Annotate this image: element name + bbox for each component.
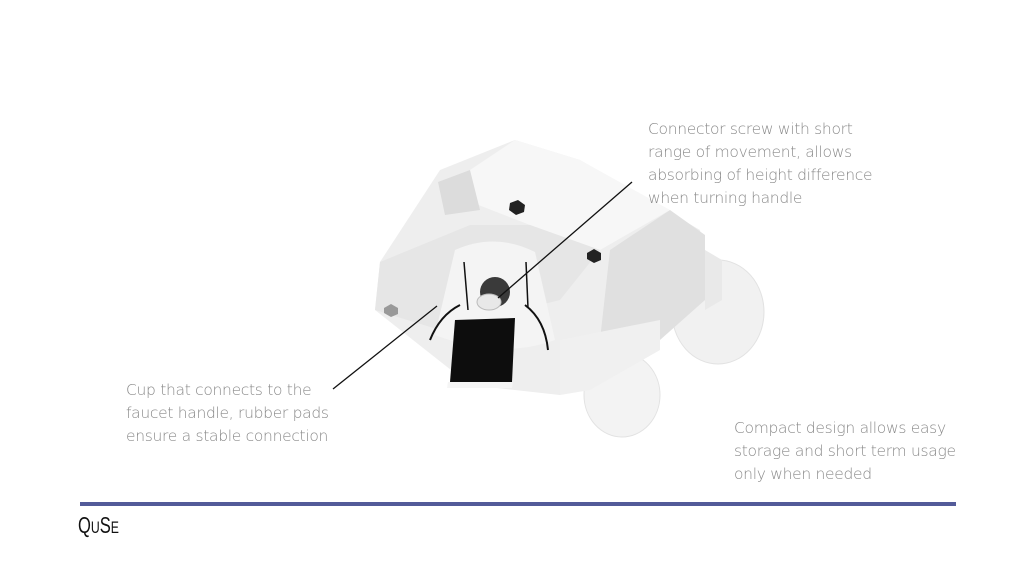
callout-cup: Cup that connects to the faucet handle, … <box>126 379 329 448</box>
callout-line-cup <box>332 305 438 390</box>
callout-line-screw <box>497 181 633 299</box>
callout-text: when turning handle <box>648 189 803 207</box>
hex-bolt <box>587 249 601 263</box>
callout-text: absorbing of height difference <box>648 166 873 184</box>
logo-letter: Q <box>78 512 91 538</box>
device-body <box>375 140 722 395</box>
hex-bolt <box>509 200 525 215</box>
callout-text: Connector screw with short <box>648 120 853 138</box>
callout-compact-design: Compact design allows easy storage and s… <box>734 417 956 486</box>
callout-text: Cup that connects to the <box>126 381 312 399</box>
logo-letter: U <box>90 518 100 537</box>
quse-logo: QUSE <box>78 512 119 539</box>
callout-text: faucet handle, rubber pads <box>126 404 329 422</box>
logo-letter: E <box>110 518 119 537</box>
callout-text: range of movement, allows <box>648 143 852 161</box>
callout-text: ensure a stable connection <box>126 427 329 445</box>
logo-letter: S <box>99 512 111 538</box>
footer-accent-bar <box>80 502 956 506</box>
hex-bolt <box>384 304 398 317</box>
callout-text: storage and short term usage <box>734 442 956 460</box>
callout-text: only when needed <box>734 465 872 483</box>
callout-text: Compact design allows easy <box>734 419 946 437</box>
callout-connector-screw: Connector screw with short range of move… <box>648 118 872 210</box>
